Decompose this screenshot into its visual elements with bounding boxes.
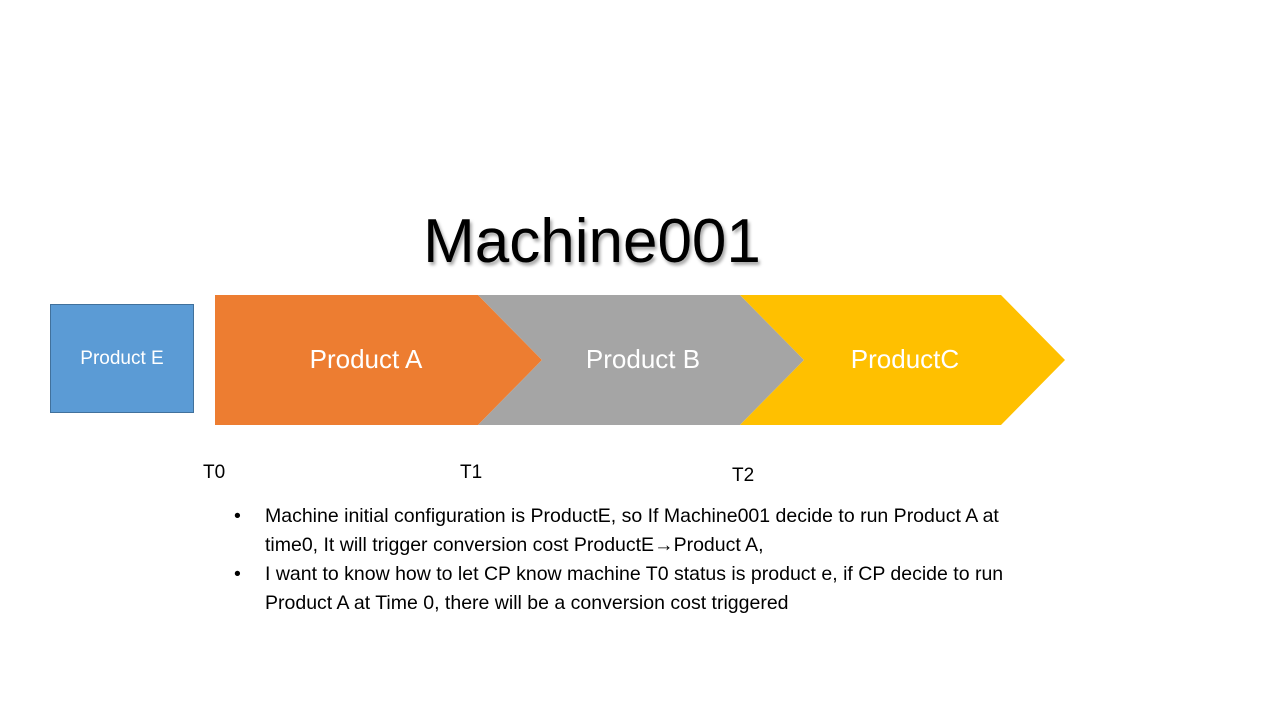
chevron-product-c — [740, 295, 1065, 425]
time-label-t1: T1 — [460, 462, 483, 483]
chevron-product-b — [478, 295, 804, 425]
chevron-label-product-b: Product B — [585, 344, 701, 374]
slide-title: Machine001 — [423, 207, 761, 276]
notes-list: • Machine initial configuration is Produ… — [232, 502, 1052, 618]
note-item: • I want to know how to let CP know mach… — [232, 560, 1052, 618]
product-e-label: Product E — [80, 347, 164, 369]
chevron-label-product-c: ProductC — [850, 344, 960, 374]
chevron-label-product-a: Product A — [309, 344, 423, 374]
note-text: I want to know how to let CP know machin… — [265, 563, 1004, 614]
note-text: Machine initial configuration is Product… — [265, 505, 999, 556]
time-label-t2: T2 — [732, 465, 755, 486]
product-e-box: Product E — [50, 304, 194, 413]
time-label-t0: T0 — [203, 462, 226, 483]
bullet-symbol: • — [234, 563, 241, 585]
chevron-product-a — [215, 295, 542, 425]
note-item: • Machine initial configuration is Produ… — [232, 502, 1052, 560]
bullet-symbol: • — [234, 505, 241, 527]
